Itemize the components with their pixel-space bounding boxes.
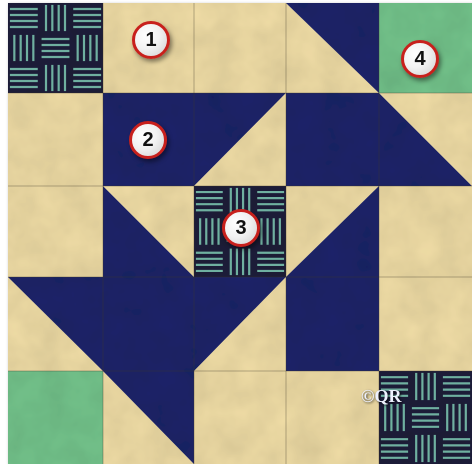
patch-stripe bbox=[379, 371, 472, 464]
patch-cream bbox=[194, 3, 286, 93]
patch-green bbox=[8, 371, 103, 464]
patch-cream bbox=[379, 186, 472, 277]
badge-4: 4 bbox=[401, 40, 439, 78]
patch-navy bbox=[286, 277, 379, 371]
badge-1: 1 bbox=[132, 21, 170, 59]
badge-3: 3 bbox=[222, 209, 260, 247]
patch-cream bbox=[379, 277, 472, 371]
patch-stripe bbox=[8, 3, 103, 93]
quilt-block: 1 2 3 4 ©QR bbox=[8, 3, 472, 464]
patch-navy bbox=[103, 277, 194, 371]
patch-cream bbox=[286, 371, 379, 464]
patch-cream bbox=[194, 371, 286, 464]
patch-cream bbox=[8, 93, 103, 186]
copyright-watermark: ©QR bbox=[361, 386, 401, 407]
badge-2: 2 bbox=[129, 121, 167, 159]
patch-navy bbox=[286, 93, 379, 186]
patch-cream bbox=[8, 186, 103, 277]
